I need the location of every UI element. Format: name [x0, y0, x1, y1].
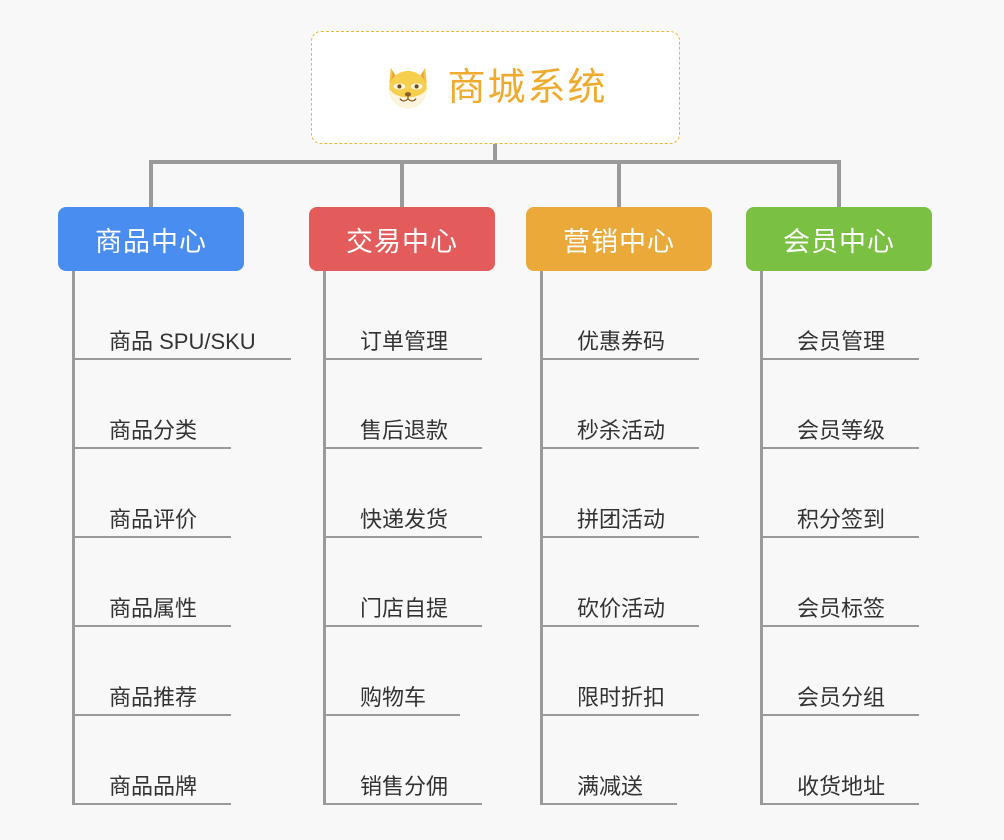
connector-root-stem	[493, 144, 497, 163]
leaf-item[interactable]: 销售分佣	[326, 716, 482, 805]
leaf-item[interactable]: 购物车	[326, 627, 460, 716]
category-header-label: 商品中心	[95, 226, 207, 257]
connector-drop-3	[617, 160, 621, 207]
leaf-item[interactable]: 订单管理	[326, 271, 482, 360]
leaf-item[interactable]: 商品 SPU/SKU	[75, 271, 291, 360]
leaf-underline	[763, 714, 919, 716]
leaf-underline	[326, 358, 482, 360]
root-title: 商城系统	[447, 66, 608, 109]
leaf-underline	[75, 447, 231, 449]
leaf-item-label-秒杀活动: 秒杀活动	[577, 417, 666, 443]
leaf-underline	[75, 803, 231, 805]
leaf-item-label-会员等级: 会员等级	[797, 417, 886, 443]
leaf-spine-3	[540, 271, 543, 805]
leaf-underline	[543, 625, 699, 627]
connector-drop-1	[149, 160, 153, 207]
leaf-spine-2	[323, 271, 326, 805]
leaf-item[interactable]: 商品分类	[75, 360, 231, 449]
leaf-spine-4	[760, 271, 763, 805]
leaf-underline	[543, 714, 699, 716]
leaf-underline	[75, 714, 231, 716]
connector-drop-4	[837, 160, 841, 207]
leaf-item[interactable]: 会员分组	[763, 627, 919, 716]
leaf-underline	[326, 447, 482, 449]
leaf-item[interactable]: 商品品牌	[75, 716, 231, 805]
leaf-item-label-商品分类: 商品分类	[109, 417, 198, 443]
leaf-item[interactable]: 积分签到	[763, 449, 919, 538]
leaf-underline	[326, 625, 482, 627]
leaf-underline	[75, 536, 231, 538]
leaf-item-label-会员管理: 会员管理	[797, 328, 886, 354]
leaf-item-label-优惠券码: 优惠券码	[577, 328, 666, 354]
leaf-item[interactable]: 会员管理	[763, 271, 919, 360]
leaf-item[interactable]: 快递发货	[326, 449, 482, 538]
leaf-item-label-商品推荐: 商品推荐	[109, 684, 198, 710]
leaf-item-label-商品品牌: 商品品牌	[109, 773, 198, 799]
leaf-item-label-砍价活动: 砍价活动	[577, 595, 666, 621]
leaf-item[interactable]: 售后退款	[326, 360, 482, 449]
leaf-item[interactable]: 拼团活动	[543, 449, 699, 538]
leaf-item-label-会员标签: 会员标签	[797, 595, 886, 621]
leaf-item[interactable]: 商品属性	[75, 538, 231, 627]
leaf-item-label-订单管理: 订单管理	[360, 328, 449, 354]
category-header-4[interactable]: 会员中心	[746, 207, 932, 271]
leaf-item-label-购物车: 购物车	[360, 684, 427, 710]
leaf-item-label-商品属性: 商品属性	[109, 595, 198, 621]
leaf-item[interactable]: 会员等级	[763, 360, 919, 449]
leaf-item-label-售后退款: 售后退款	[360, 417, 449, 443]
category-header-3[interactable]: 营销中心	[526, 207, 712, 271]
leaf-underline	[326, 714, 460, 716]
leaf-item[interactable]: 会员标签	[763, 538, 919, 627]
leaf-item-label-拼团活动: 拼团活动	[577, 506, 666, 532]
leaf-item[interactable]: 砍价活动	[543, 538, 699, 627]
leaf-column-3: 优惠券码秒杀活动拼团活动砍价活动限时折扣满减送	[540, 271, 800, 805]
leaf-item-label-商品-SPU/SKU: 商品 SPU/SKU	[109, 328, 256, 354]
shiba-dog-face-icon	[389, 67, 428, 108]
leaf-underline	[326, 536, 482, 538]
leaf-underline	[326, 803, 482, 805]
leaf-column-2: 订单管理售后退款快递发货门店自提购物车销售分佣	[323, 271, 583, 805]
leaf-underline	[75, 625, 231, 627]
leaf-item-label-会员分组: 会员分组	[797, 684, 886, 710]
category-header-1[interactable]: 商品中心	[58, 207, 244, 271]
root-node[interactable]: 商城系统	[311, 31, 680, 144]
category-header-2[interactable]: 交易中心	[309, 207, 495, 271]
leaf-underline	[543, 447, 699, 449]
connector-drop-2	[400, 160, 404, 207]
leaf-item[interactable]: 优惠券码	[543, 271, 699, 360]
category-header-label: 交易中心	[346, 226, 458, 257]
leaf-item[interactable]: 限时折扣	[543, 627, 699, 716]
leaf-item-label-收货地址: 收货地址	[797, 773, 886, 799]
connector-horizontal-bus	[149, 160, 837, 164]
leaf-underline	[543, 536, 699, 538]
leaf-underline	[763, 536, 919, 538]
leaf-underline	[543, 803, 677, 805]
leaf-column-1: 商品 SPU/SKU 商品分类商品评价商品属性商品推荐商品品牌	[72, 271, 332, 805]
leaf-spine-1	[72, 271, 75, 805]
leaf-item[interactable]: 满减送	[543, 716, 677, 805]
leaf-item-label-限时折扣: 限时折扣	[577, 684, 666, 710]
category-header-label: 营销中心	[563, 226, 675, 257]
leaf-item[interactable]: 商品推荐	[75, 627, 231, 716]
leaf-underline	[763, 803, 919, 805]
leaf-item[interactable]: 收货地址	[763, 716, 919, 805]
leaf-item-label-门店自提: 门店自提	[360, 595, 449, 621]
leaf-item-label-满减送: 满减送	[577, 773, 644, 799]
leaf-item-label-积分签到: 积分签到	[797, 506, 886, 532]
leaf-item[interactable]: 门店自提	[326, 538, 482, 627]
leaf-item-label-商品评价: 商品评价	[109, 506, 198, 532]
leaf-underline	[763, 625, 919, 627]
leaf-underline	[543, 358, 699, 360]
leaf-item[interactable]: 商品评价	[75, 449, 231, 538]
leaf-underline	[75, 358, 291, 360]
leaf-underline	[763, 447, 919, 449]
leaf-item[interactable]: 秒杀活动	[543, 360, 699, 449]
category-header-label: 会员中心	[783, 226, 895, 257]
leaf-column-4: 会员管理会员等级积分签到会员标签会员分组收货地址	[760, 271, 1004, 805]
leaf-item-label-销售分佣: 销售分佣	[360, 773, 449, 799]
leaf-underline	[763, 358, 919, 360]
leaf-item-label-快递发货: 快递发货	[360, 506, 449, 532]
